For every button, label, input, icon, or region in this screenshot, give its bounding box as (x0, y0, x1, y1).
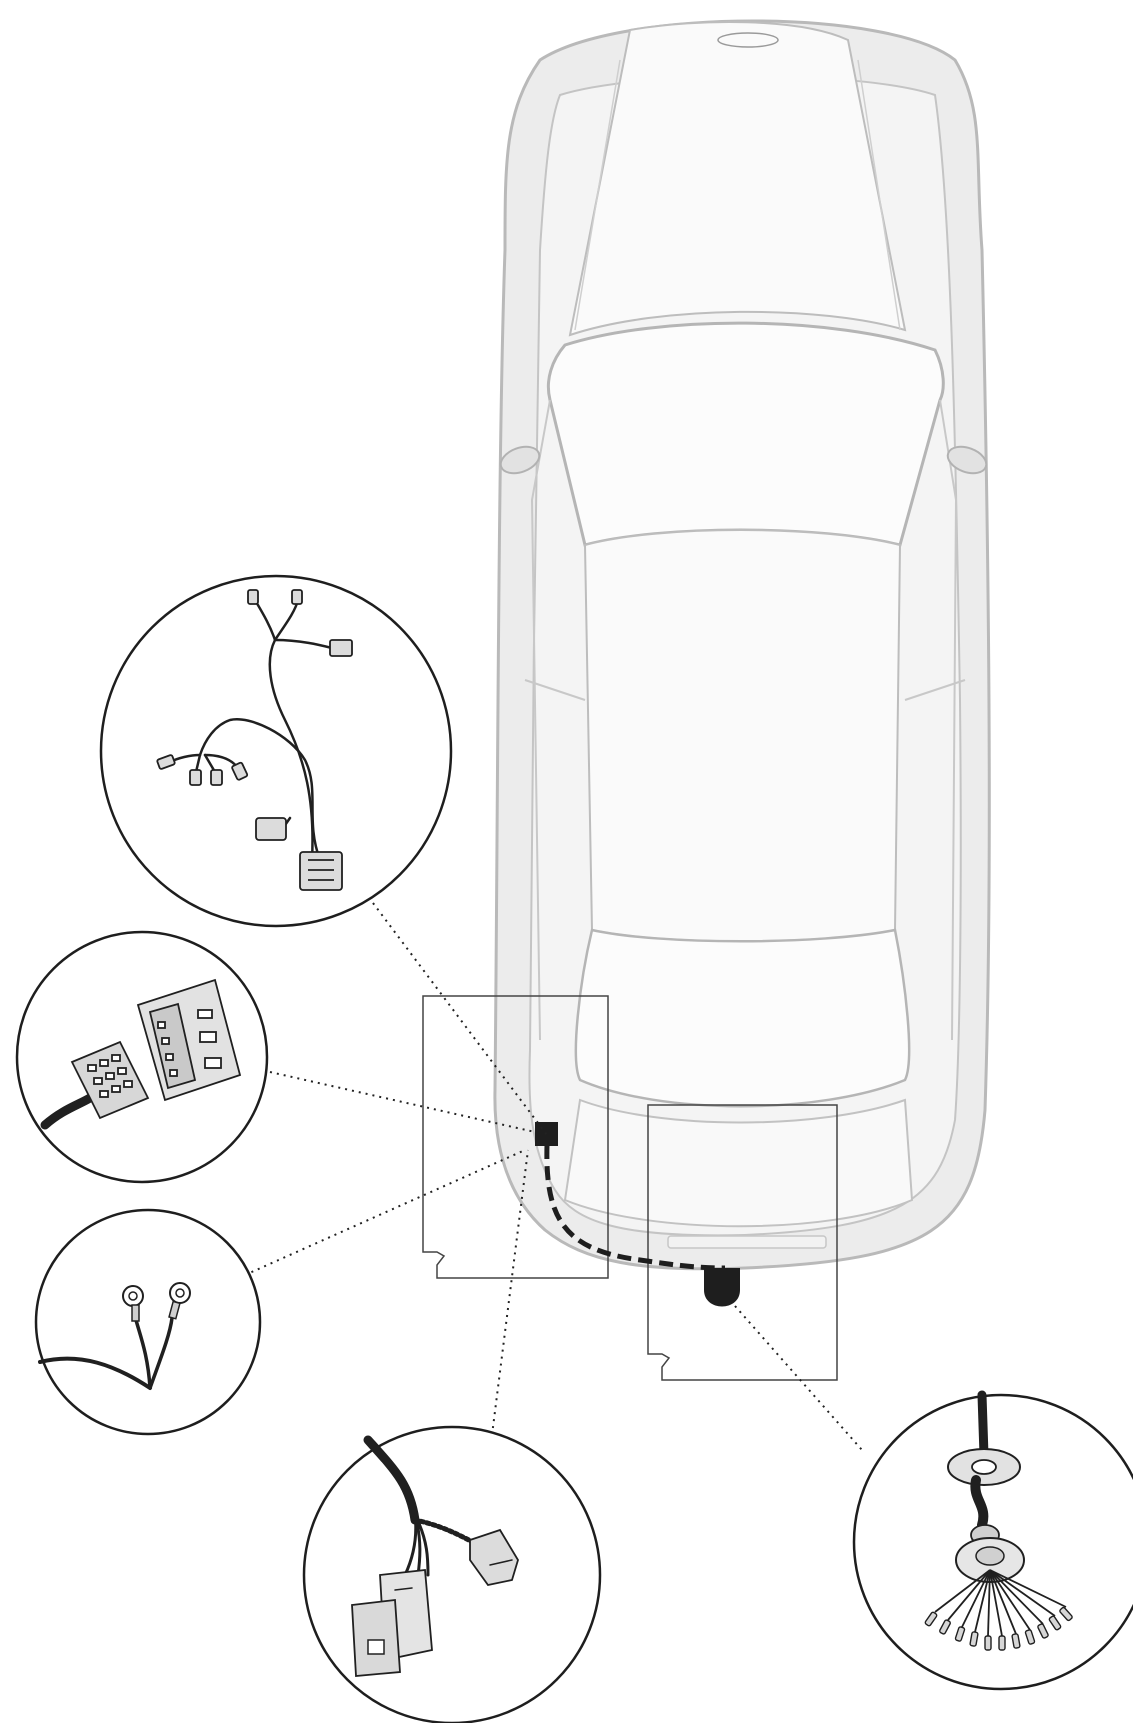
detail-circle-border (302, 1425, 602, 1723)
car-top-view (493, 19, 991, 1271)
detail-frames (422, 995, 838, 1381)
hood-crease-left (574, 59, 621, 331)
detail-circle-harness (99, 574, 453, 928)
left-mirror (499, 445, 541, 475)
detail-circle-multipin (15, 930, 269, 1184)
socket-grommet-icon (947, 1390, 1025, 1583)
detail-circle-border (34, 1208, 262, 1436)
detail-circle-plug-adapter (302, 1425, 602, 1723)
license-plate-recess (667, 1235, 827, 1249)
tow-socket-icon (704, 1268, 740, 1307)
left-a-pillar (530, 399, 551, 1041)
connector-cable (40, 1093, 95, 1130)
wiring-harness-icon (168, 598, 334, 862)
hood-crease-right (857, 59, 901, 331)
detail-circle-socket-cable (852, 1390, 1133, 1691)
detail-circle-border (99, 574, 453, 928)
multi-pin-connector-icon (70, 978, 242, 1120)
leader-lines (244, 902, 863, 1451)
four-rings-logo-icon (717, 32, 779, 48)
right-a-pillar (939, 399, 958, 1041)
leader-line-ring-terminals (244, 1149, 526, 1276)
leader-line-socket-cable (734, 1305, 863, 1451)
plug-adapter-icon (351, 1435, 519, 1677)
left-door-line (524, 679, 586, 701)
car-hood (568, 21, 907, 337)
detail-frame-right (647, 1104, 838, 1381)
trunk-lid (563, 1098, 914, 1228)
roof (583, 529, 902, 943)
socket-pin-terminals (924, 1606, 1073, 1651)
socket-wire-fan (934, 1569, 1067, 1637)
rear-window (574, 928, 911, 1108)
harness-connectors (156, 589, 353, 891)
right-mirror (946, 445, 988, 475)
ring-terminal-icon (38, 1282, 191, 1390)
dashed-wire-route (544, 1144, 726, 1271)
detail-circle-ring-terminals (34, 1208, 262, 1436)
detail-frame-left (422, 995, 609, 1279)
windshield (546, 321, 945, 547)
leader-line-plug-adapter (491, 1149, 529, 1436)
right-door-line (904, 679, 966, 701)
